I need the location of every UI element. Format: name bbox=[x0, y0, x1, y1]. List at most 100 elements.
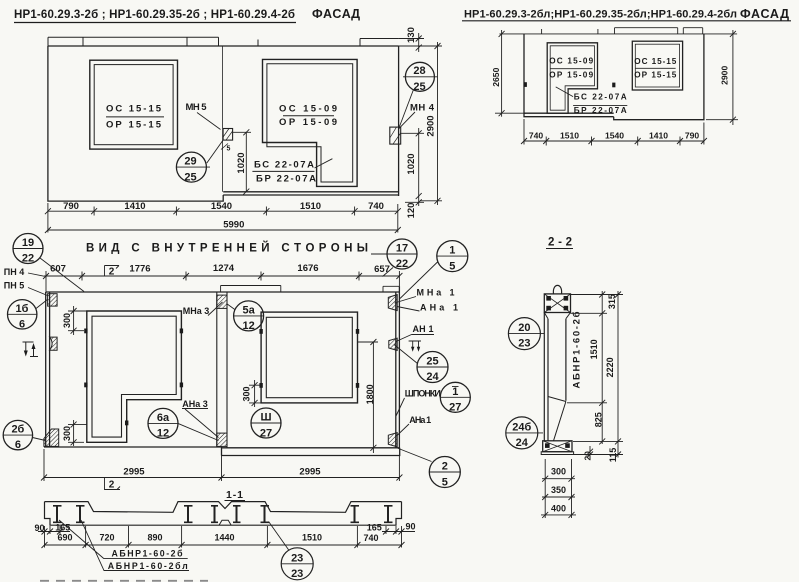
svg-text:1: 1 bbox=[452, 386, 458, 398]
svg-text:400: 400 bbox=[551, 504, 566, 514]
svg-text:ОС 15-09: ОС 15-09 bbox=[549, 57, 593, 66]
svg-text:1020: 1020 bbox=[236, 152, 247, 173]
svg-text:1б: 1б bbox=[16, 303, 29, 315]
svg-text:22: 22 bbox=[22, 253, 34, 265]
svg-text:1510: 1510 bbox=[302, 533, 322, 543]
svg-text:Ф А С А Д: Ф А С А Д bbox=[312, 7, 360, 21]
svg-text:20: 20 bbox=[583, 451, 593, 461]
svg-text:ШПОНКИ: ШПОНКИ bbox=[405, 389, 441, 399]
svg-text:165: 165 bbox=[367, 523, 382, 533]
svg-text:ОС 15-15: ОС 15-15 bbox=[106, 104, 162, 115]
svg-text:ОС 15-09: ОС 15-09 bbox=[279, 104, 337, 115]
svg-text:2900: 2900 bbox=[426, 115, 437, 136]
svg-text:315: 315 bbox=[607, 294, 617, 309]
svg-text:2 - 2: 2 - 2 bbox=[548, 237, 572, 249]
svg-text:1 - 1: 1 - 1 bbox=[226, 489, 243, 501]
svg-text:1510: 1510 bbox=[300, 201, 321, 212]
svg-text:5990: 5990 bbox=[223, 220, 244, 231]
svg-text:ОР 15-15: ОР 15-15 bbox=[106, 120, 162, 131]
svg-text:2: 2 bbox=[109, 480, 115, 491]
svg-text:825: 825 bbox=[593, 412, 603, 427]
svg-text:МНа 1: МНа 1 bbox=[417, 288, 455, 298]
svg-text:НР1-60.29.3-2б ; НР1-60.29.35-: НР1-60.29.3-2б ; НР1-60.29.35-2б ; НР1-6… bbox=[14, 9, 295, 21]
svg-text:ФАСАД: ФАСАД bbox=[740, 7, 789, 21]
svg-text:1: 1 bbox=[449, 245, 455, 257]
svg-text:АБНР1-60-2б: АБНР1-60-2б bbox=[112, 549, 184, 559]
svg-text:2220: 2220 bbox=[605, 357, 615, 377]
svg-text:1410: 1410 bbox=[649, 131, 668, 141]
svg-text:2650: 2650 bbox=[491, 67, 501, 86]
svg-text:607: 607 bbox=[50, 264, 66, 275]
svg-text:12: 12 bbox=[242, 320, 254, 332]
svg-text:6: 6 bbox=[19, 319, 25, 331]
svg-text:90: 90 bbox=[34, 523, 44, 533]
svg-text:24: 24 bbox=[426, 371, 439, 383]
svg-text:1510: 1510 bbox=[560, 131, 579, 141]
svg-text:АНа 3: АНа 3 bbox=[182, 399, 208, 409]
svg-text:МН 4: МН 4 bbox=[410, 103, 435, 114]
svg-text:23: 23 bbox=[291, 552, 303, 564]
svg-text:ОС 15-15: ОС 15-15 bbox=[634, 57, 676, 66]
svg-text:5: 5 bbox=[442, 477, 448, 489]
svg-text:25: 25 bbox=[426, 356, 438, 368]
svg-text:МНа 3: МНа 3 bbox=[183, 306, 210, 316]
svg-text:БС 22-07А: БС 22-07А bbox=[574, 93, 627, 102]
svg-text:НР1-60.29.3-2бл;НР1-60.29.35-2: НР1-60.29.3-2бл;НР1-60.29.35-2бл;НР1-60.… bbox=[464, 9, 737, 21]
svg-text:АНа 1: АНа 1 bbox=[420, 303, 458, 313]
svg-text:БР 22-07А: БР 22-07А bbox=[256, 174, 316, 185]
svg-text:300: 300 bbox=[242, 386, 252, 401]
svg-text:5а: 5а bbox=[242, 305, 255, 317]
svg-text:1020: 1020 bbox=[406, 153, 417, 174]
svg-text:690: 690 bbox=[57, 533, 72, 543]
svg-text:ПН 4: ПН 4 bbox=[4, 267, 24, 277]
svg-text:2б: 2б bbox=[11, 424, 24, 436]
svg-text:2995: 2995 bbox=[123, 467, 145, 478]
svg-text:ОР 15-15: ОР 15-15 bbox=[634, 71, 676, 80]
svg-text:23: 23 bbox=[518, 338, 530, 350]
svg-text:В И Д С В Н У Т Р Е Н Н Е: В И Д С В Н У Т Р Е Н Н Е Й С Т О Р О Н … bbox=[86, 242, 368, 255]
svg-text:ОР 15-09: ОР 15-09 bbox=[279, 117, 337, 128]
svg-text:17: 17 bbox=[396, 243, 408, 255]
svg-text:Ш: Ш bbox=[260, 412, 271, 424]
svg-text:АН 1: АН 1 bbox=[413, 324, 434, 334]
svg-text:300: 300 bbox=[551, 467, 566, 477]
svg-text:1410: 1410 bbox=[124, 201, 145, 212]
svg-text:23: 23 bbox=[291, 568, 303, 580]
svg-text:1800: 1800 bbox=[365, 384, 375, 404]
svg-text:1540: 1540 bbox=[211, 201, 232, 212]
svg-text:12: 12 bbox=[157, 428, 169, 440]
svg-text:1540: 1540 bbox=[605, 131, 624, 141]
svg-text:27: 27 bbox=[449, 402, 461, 414]
svg-text:657: 657 bbox=[374, 264, 390, 275]
svg-text:740: 740 bbox=[363, 533, 378, 543]
svg-text:2: 2 bbox=[109, 267, 115, 278]
svg-text:25: 25 bbox=[184, 172, 196, 184]
svg-text:ПН 5: ПН 5 bbox=[4, 281, 24, 291]
svg-text:350: 350 bbox=[551, 485, 566, 495]
svg-text:АБНР1-60-2бл: АБНР1-60-2бл bbox=[108, 561, 188, 571]
svg-text:БС 22-07А: БС 22-07А bbox=[254, 160, 314, 171]
svg-text:27: 27 bbox=[260, 428, 272, 440]
svg-text:1440: 1440 bbox=[214, 533, 234, 543]
svg-text:6а: 6а bbox=[157, 412, 170, 424]
svg-text:5: 5 bbox=[449, 261, 455, 273]
svg-text:1676: 1676 bbox=[297, 263, 318, 274]
svg-text:130: 130 bbox=[406, 27, 417, 43]
svg-text:90: 90 bbox=[405, 522, 415, 532]
svg-text:АБНР1-60-2б: АБНР1-60-2б bbox=[571, 311, 582, 388]
svg-text:6: 6 bbox=[15, 439, 21, 451]
svg-text:300: 300 bbox=[62, 313, 72, 328]
svg-text:29: 29 bbox=[184, 156, 196, 168]
svg-text:24: 24 bbox=[516, 437, 529, 449]
svg-text:25: 25 bbox=[413, 81, 425, 93]
svg-text:ОР 15-09: ОР 15-09 bbox=[549, 71, 593, 80]
svg-text:120: 120 bbox=[406, 203, 417, 219]
svg-text:5: 5 bbox=[227, 146, 231, 153]
svg-text:МН 5: МН 5 bbox=[186, 102, 208, 113]
svg-text:АНа 1: АНа 1 bbox=[409, 415, 431, 425]
svg-text:28: 28 bbox=[413, 65, 425, 77]
svg-text:19: 19 bbox=[22, 237, 34, 249]
svg-text:740: 740 bbox=[368, 201, 384, 212]
svg-text:790: 790 bbox=[63, 201, 79, 212]
svg-text:300: 300 bbox=[62, 426, 72, 441]
